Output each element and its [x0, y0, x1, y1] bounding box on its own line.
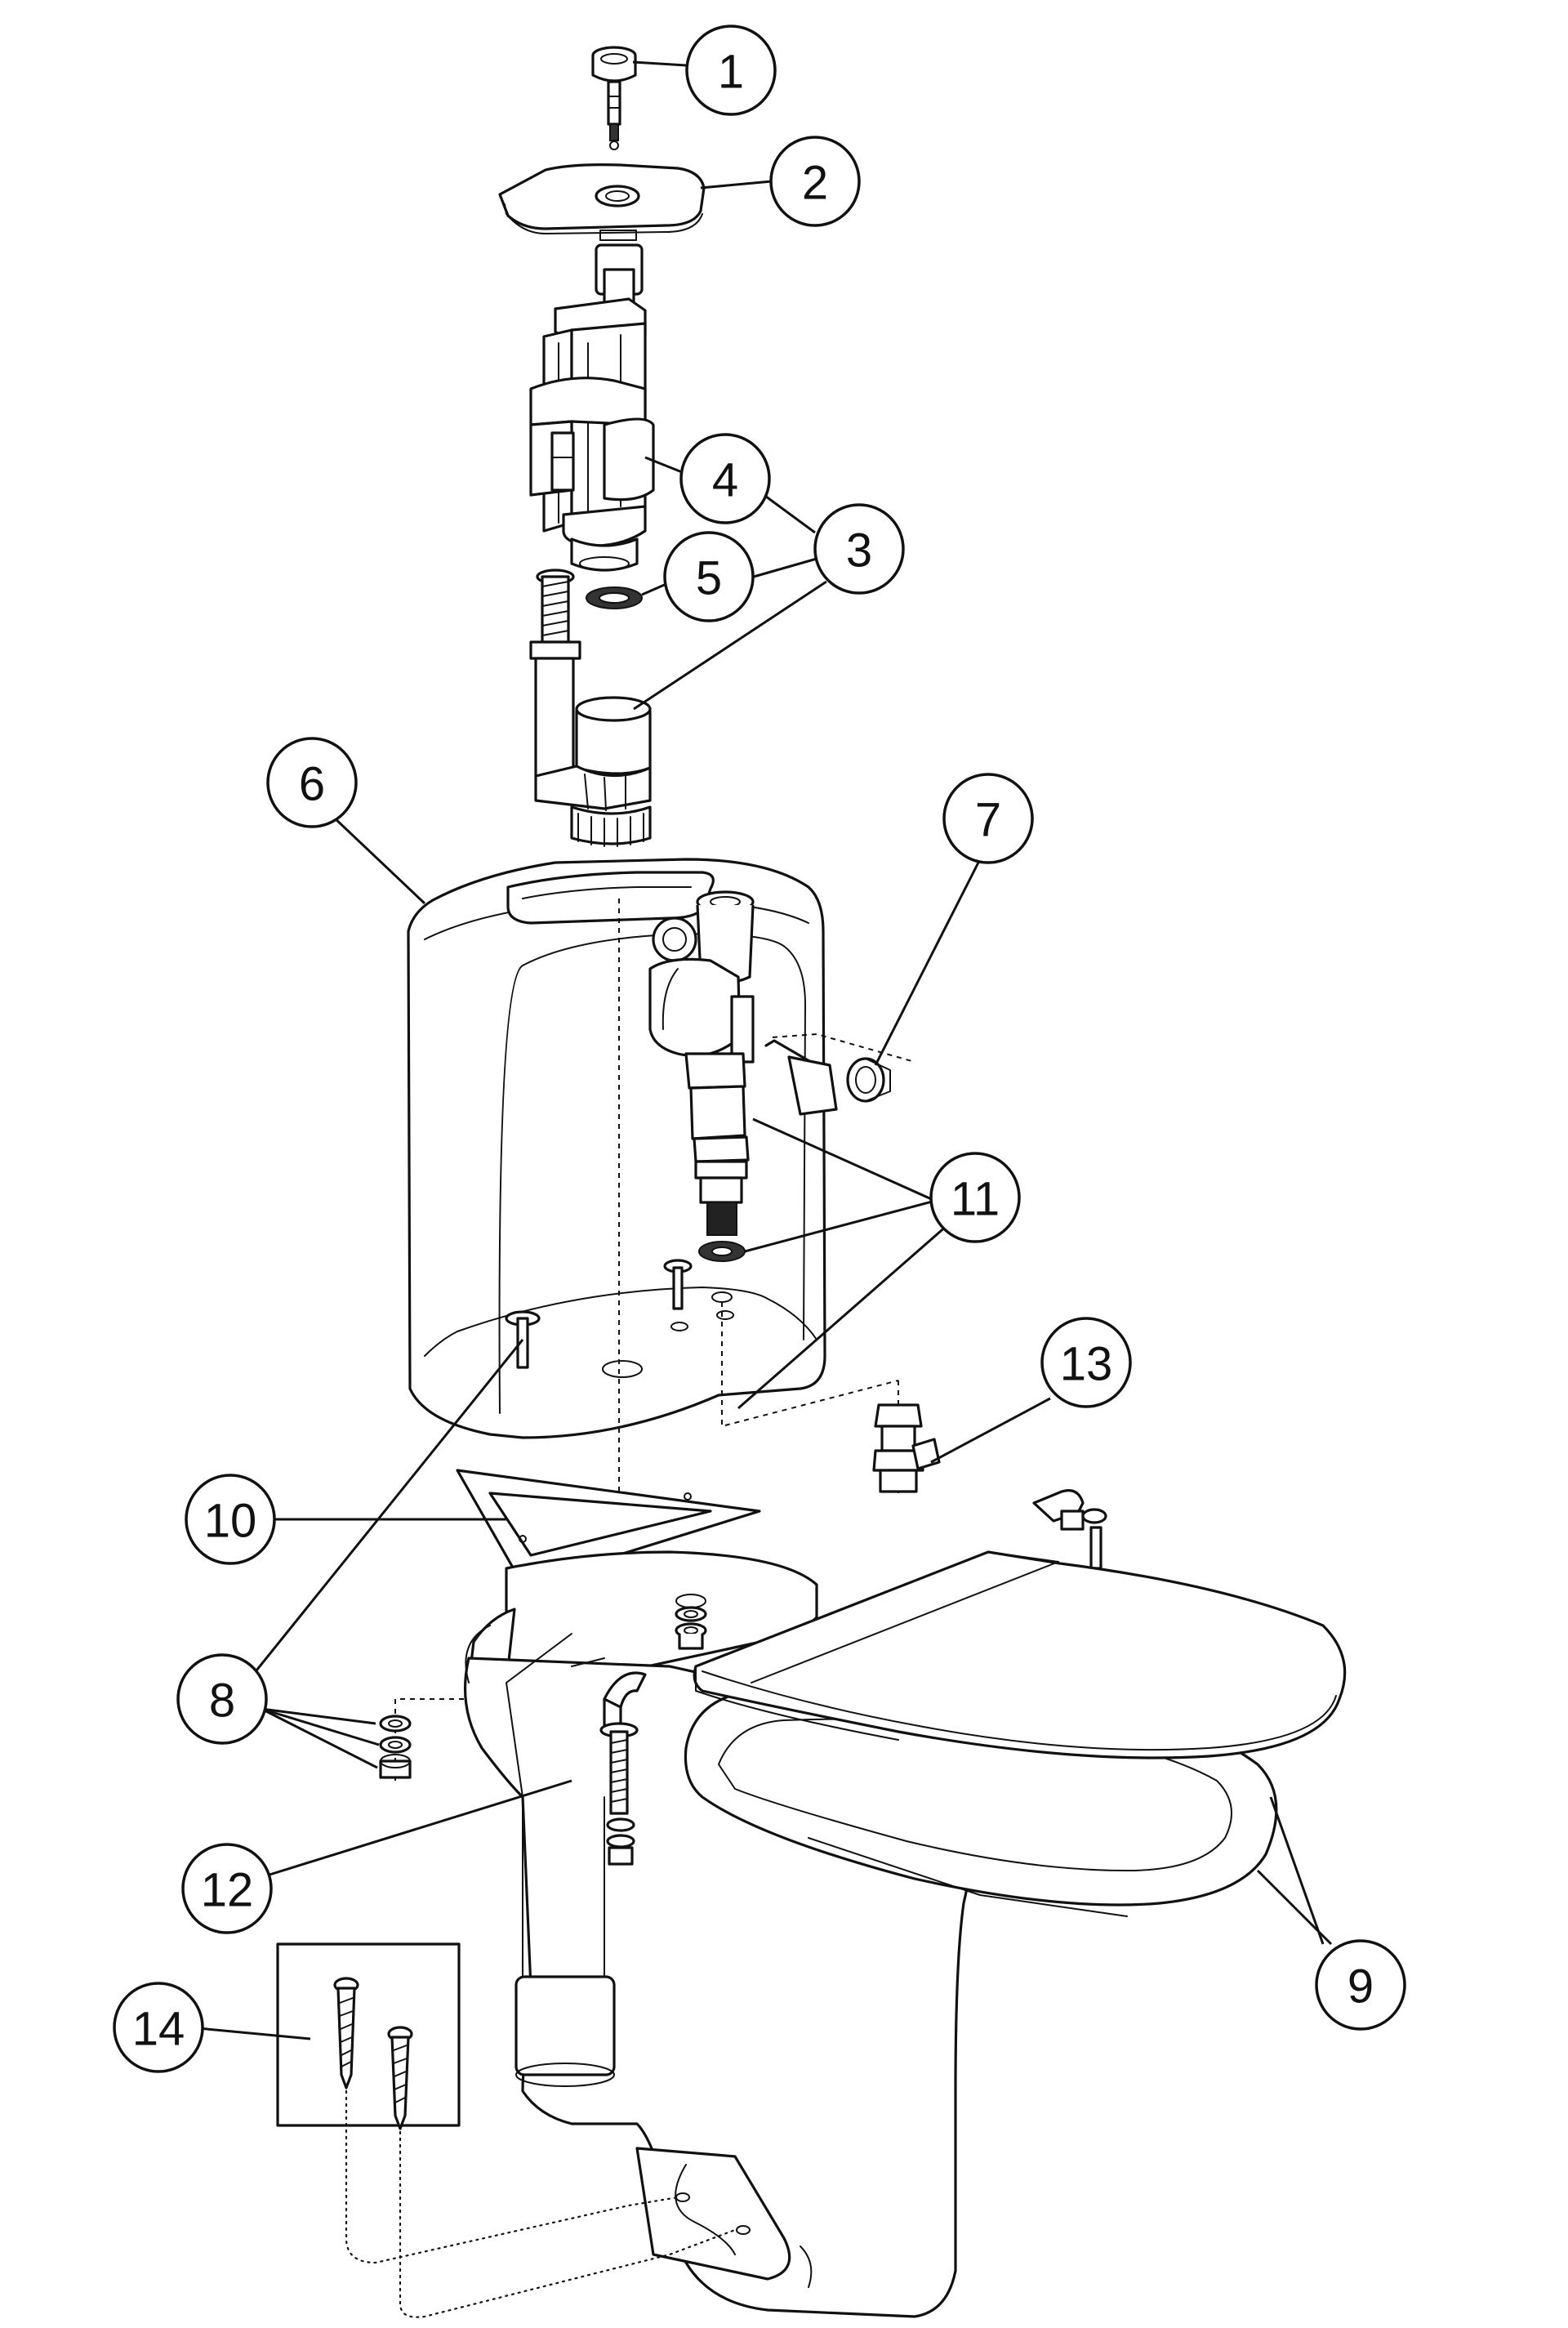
callout-1: 1 — [685, 25, 777, 116]
callout-label-8: 8 — [209, 1675, 235, 1728]
callout-label-6: 6 — [299, 758, 325, 811]
callout-3: 3 — [813, 503, 905, 595]
callout-label-10: 10 — [204, 1495, 257, 1548]
part-wood-screws — [276, 1942, 461, 2130]
part-washer-nut-stack — [379, 1715, 412, 1779]
part-seal-washer — [586, 586, 643, 609]
callout-2: 2 — [769, 136, 861, 227]
callout-13: 13 — [1040, 1317, 1132, 1408]
callout-9: 9 — [1315, 1939, 1406, 2031]
part-angle-valve — [872, 1403, 941, 1493]
part-tank-bolt-right — [663, 1259, 693, 1310]
callout-12: 12 — [181, 1843, 273, 1934]
part-bowl-bolt-right — [675, 1594, 707, 1650]
callout-label-7: 7 — [975, 794, 1001, 847]
callout-6: 6 — [266, 737, 358, 828]
part-seat-hinge-bolt-rear — [1032, 1489, 1107, 1570]
leader-lines — [189, 60, 1333, 2040]
callout-label-5: 5 — [696, 552, 722, 605]
guide-line-part13 — [721, 1302, 899, 1428]
part-cover-plate — [498, 163, 706, 241]
part-fill-valve — [648, 890, 755, 1303]
callout-label-13: 13 — [1060, 1338, 1113, 1391]
callout-8: 8 — [176, 1653, 268, 1745]
part-flush-valve-actuator — [529, 243, 655, 572]
callout-label-14: 14 — [132, 2003, 185, 2056]
callout-label-12: 12 — [201, 1864, 254, 1917]
part-seat-hinge-bolt — [599, 1671, 647, 1866]
callout-7: 7 — [942, 773, 1034, 864]
guide-dotted-screw-left — [345, 2089, 679, 2264]
part-flush-valve-body — [529, 569, 652, 847]
part-fixing-clip — [764, 1039, 891, 1116]
part-toilet-lid — [693, 1550, 1347, 1759]
part-tank-gasket — [456, 1469, 761, 1586]
part-tank-bolt-left — [505, 1310, 541, 1369]
callout-11: 11 — [929, 1152, 1021, 1243]
part-push-button — [591, 46, 637, 150]
guide-dotted-screw-right — [399, 2130, 737, 2318]
callout-10: 10 — [185, 1474, 276, 1565]
callout-label-11: 11 — [951, 1173, 1000, 1226]
callout-14: 14 — [113, 1982, 204, 2073]
callout-label-4: 4 — [712, 454, 738, 507]
callout-label-1: 1 — [718, 46, 744, 99]
callout-5: 5 — [663, 531, 755, 622]
callout-label-9: 9 — [1348, 1960, 1374, 2014]
part-cistern-tank — [407, 858, 826, 1439]
callout-4: 4 — [679, 433, 771, 524]
callout-label-3: 3 — [846, 524, 872, 578]
callout-label-2: 2 — [802, 157, 828, 210]
